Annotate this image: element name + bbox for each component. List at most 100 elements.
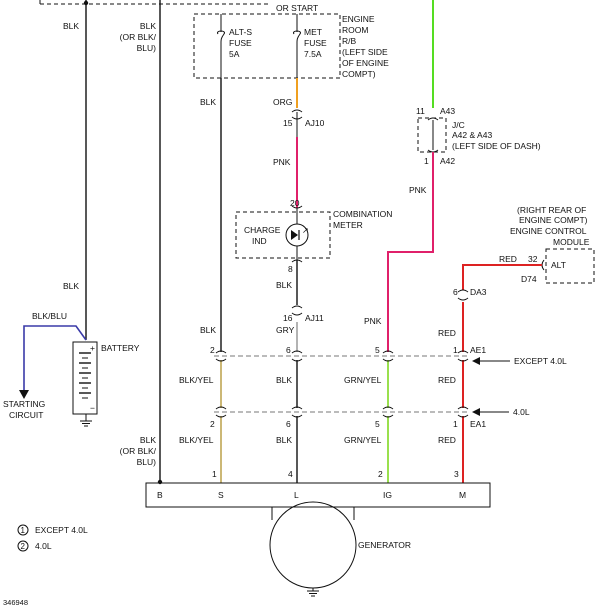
battery-ground-icon: [80, 420, 92, 427]
ig-pnk-lower-label: PNK: [364, 316, 382, 326]
charge-ind-label-2: IND: [252, 236, 267, 246]
b-wire-top-label-2: (OR BLK/: [120, 32, 157, 42]
b-wire-bottom-label-2: (OR BLK/: [120, 446, 157, 456]
jc-box: [417, 117, 447, 153]
combination-meter-label-1: COMBINATION: [333, 209, 392, 219]
charge-ind-label-1: CHARGE: [244, 225, 281, 235]
ae1-label: AE1: [470, 345, 486, 355]
b-wire-top-label-1: BLK: [140, 21, 156, 31]
generator-label: GENERATOR: [358, 540, 411, 550]
rb-label: R/B: [342, 36, 357, 46]
b-wire-splice: [157, 479, 163, 485]
b-wire-top-label-3: BLU): [137, 43, 157, 53]
b-wire-bottom-label-3: BLU): [137, 457, 157, 467]
charge-indicator-led-icon: [291, 230, 298, 240]
ig-wire-pnk: [387, 152, 434, 352]
a42-label: A42: [440, 156, 455, 166]
battery-minus-icon: −: [90, 403, 95, 413]
combination-meter-box: [235, 211, 331, 259]
ecm-pin: 32: [528, 254, 538, 264]
starting-circuit-arrow-icon: [19, 390, 29, 399]
generator-ground-icon: [307, 590, 319, 597]
a42-pin: 1: [424, 156, 429, 166]
combination-meter-label-2: METER: [333, 220, 363, 230]
meter-pin-out: 8: [288, 264, 293, 274]
gen-pin-l: 4: [288, 469, 293, 479]
blk-blu-label: BLK/BLU: [32, 311, 67, 321]
l-wire-blk-label-3: BLK: [276, 435, 292, 445]
blk-blu-wire: [23, 325, 87, 390]
l-wire-pnk-label: PNK: [273, 157, 291, 167]
ea1-pin-l: 6: [286, 419, 291, 429]
da3-connector-icon-bottom: [457, 297, 469, 301]
led-emission-icon: ↗: [302, 226, 309, 235]
a43-label: A43: [440, 106, 455, 116]
ae1-connector-icons: [215, 350, 469, 362]
ecm-label-1: ENGINE CONTROL: [510, 226, 587, 236]
ecm-location-1: (RIGHT REAR OF: [517, 205, 586, 215]
s-wire-blk-yel-2: BLK/YEL: [179, 435, 214, 445]
starting-circuit-label-2: CIRCUIT: [9, 410, 43, 420]
m-wire-red-upper: [462, 264, 542, 290]
engine-room-label: ENGINE: [342, 14, 375, 24]
left-blk-top-label: BLK: [63, 21, 79, 31]
alts-fuse-rating: 5A: [229, 49, 240, 59]
ae1-pin-m: 1: [453, 345, 458, 355]
b-wire-bottom-label-1: BLK: [140, 435, 156, 445]
gen-terminal-b: B: [157, 490, 163, 500]
ecm-alt-terminal: ALT: [551, 260, 566, 270]
l-wire-blk-label: BLK: [276, 280, 292, 290]
m-wire-red-top-label: RED: [499, 254, 517, 264]
ae1-pin-ig: 5: [375, 345, 380, 355]
l-wire-gry-label: GRY: [276, 325, 295, 335]
aj11-connector-icon: [291, 305, 303, 316]
legend-item1-circle-icon: [17, 524, 29, 536]
legend-item1-number: 1: [21, 526, 26, 535]
meter-out-connector-icon: [291, 259, 303, 263]
jc-label-2: A42 & A43: [452, 130, 492, 140]
meter-pin-in: 20: [290, 198, 300, 208]
met-fuse-rating: 7.5A: [304, 49, 322, 59]
ecm-connector-icon: [541, 259, 545, 271]
ea1-connector-icons: [215, 406, 469, 418]
da3-pin: 6: [453, 287, 458, 297]
gen-terminal-l: L: [294, 490, 299, 500]
rb-location-2: OF ENGINE: [342, 58, 389, 68]
m-red-label-3: RED: [438, 435, 456, 445]
alts-fuse-name: ALT-S: [229, 27, 252, 37]
aj11-pin: 16: [283, 313, 293, 323]
da3-connector-icon-top: [457, 289, 469, 293]
battery-label: BATTERY: [101, 343, 140, 353]
met-fuse-icon: [293, 30, 301, 43]
s-wire-blk-label: BLK: [200, 97, 216, 107]
battery-cells-icon: [79, 352, 91, 399]
aj11-label: AJ11: [305, 313, 324, 323]
left-blk-mid-label: BLK: [63, 281, 79, 291]
m-red-label-1: RED: [438, 328, 456, 338]
battery-plus-icon: +: [90, 343, 95, 353]
a43-connector-icon: [427, 117, 439, 121]
gen-pin-s: 1: [212, 469, 217, 479]
ecm-box: [545, 248, 595, 284]
ig-grn-yel-label-1: GRN/YEL: [344, 375, 382, 385]
battery-symbol: [72, 341, 98, 415]
except-40l-label: EXCEPT 4.0L: [514, 356, 567, 366]
diagram-id: 346948: [3, 598, 28, 607]
ea1-pin-m: 1: [453, 419, 458, 429]
ecm-location-2: ENGINE COMPT): [519, 215, 588, 225]
generator-symbol: [269, 501, 357, 589]
battery-wire-top-splice: [83, 0, 89, 6]
ea1-label: EA1: [470, 419, 486, 429]
legend-item1-label: EXCEPT 4.0L: [35, 525, 88, 535]
engine-room-rb-box: [193, 13, 341, 79]
gen-terminal-ig: IG: [383, 490, 392, 500]
ig-grn-yel-label-2: GRN/YEL: [344, 435, 382, 445]
da3-label: DA3: [470, 287, 487, 297]
l-wire-blk-label-2: BLK: [276, 375, 292, 385]
engine-room-label-2: ROOM: [342, 25, 368, 35]
aj10-pin: 15: [283, 118, 293, 128]
rb-location-3: COMPT): [342, 69, 376, 79]
ae1-pin-s: 2: [210, 345, 215, 355]
